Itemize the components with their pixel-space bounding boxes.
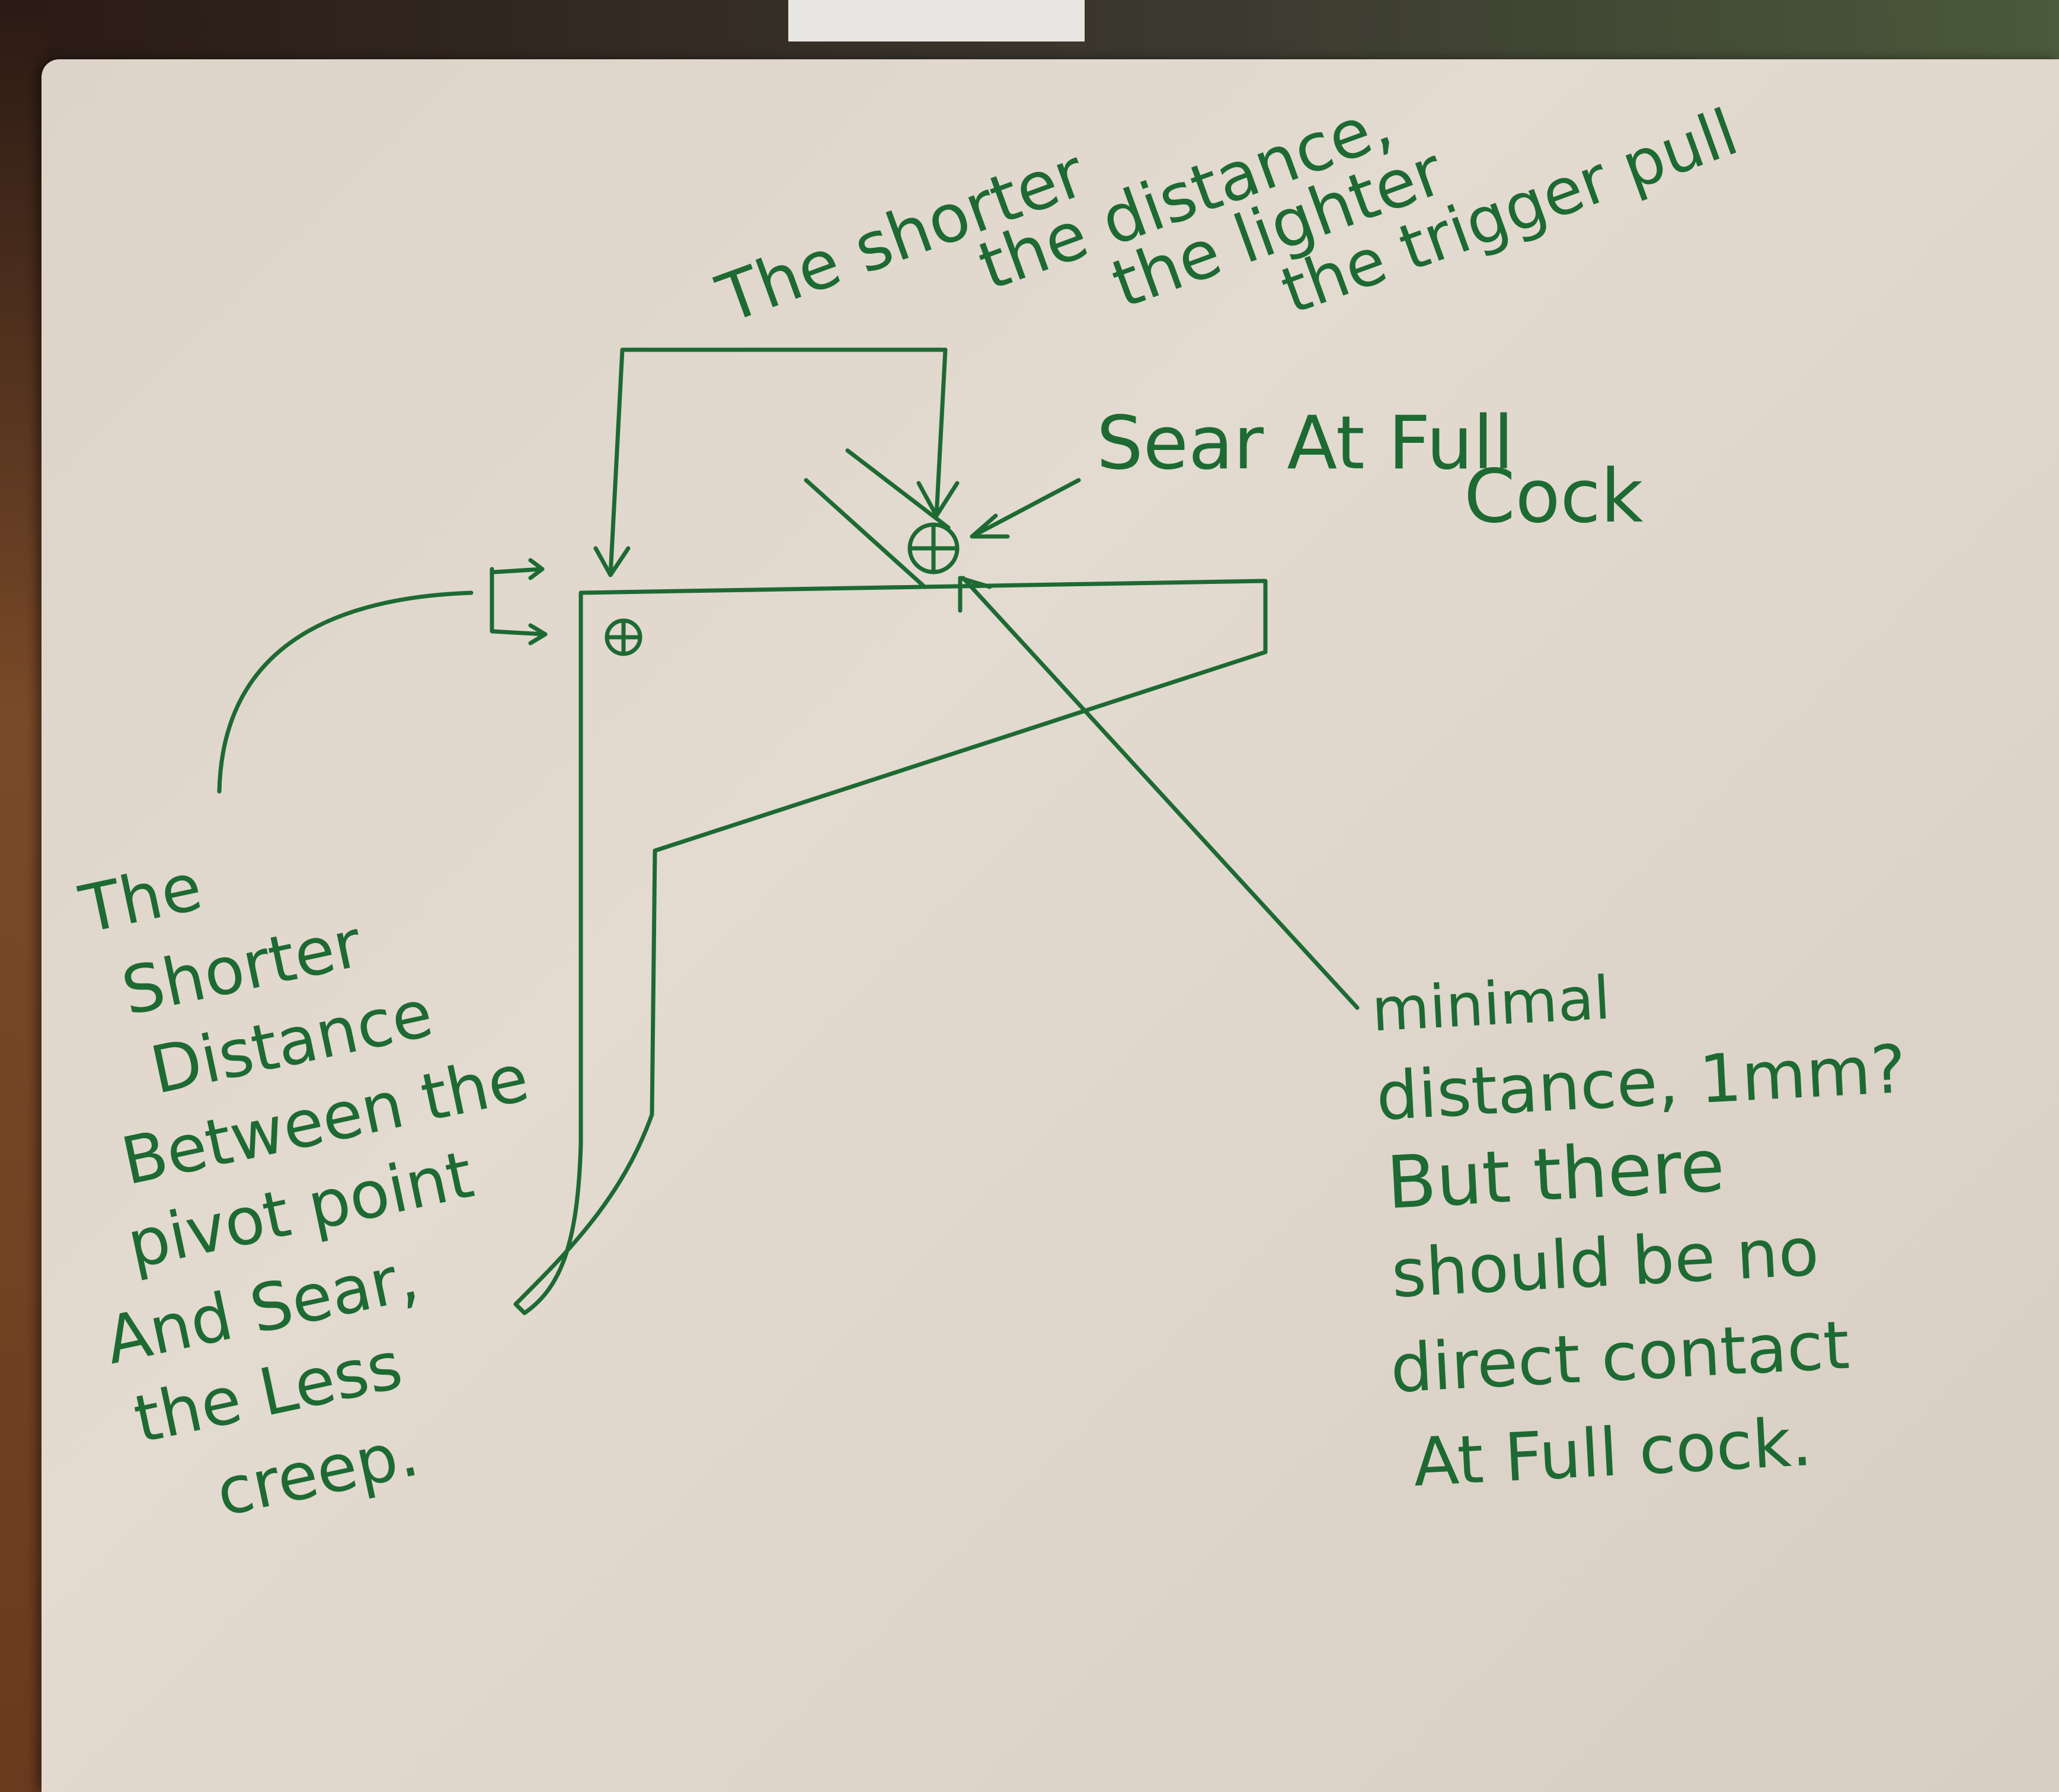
right-note-line-5: direct contact (1389, 1307, 1852, 1408)
sear-diagonal-2 (845, 448, 951, 530)
trigger-body-outline (513, 579, 1268, 1315)
sear-label-arrow (970, 478, 1081, 539)
distance-bracket (608, 347, 948, 577)
sear-label-line-1: Sear At Full (1096, 401, 1514, 486)
right-note-line-2: distance, 1mm? (1374, 1031, 1908, 1136)
right-note: minimal distance, 1mm? But there should … (1370, 963, 1908, 1502)
pivot-indicator-arrow-bottom (528, 623, 548, 646)
pivot-marker-icon (605, 618, 642, 656)
right-note-line-4: should be no (1389, 1213, 1821, 1313)
min-distance-arrow (961, 576, 1360, 1010)
pivot-indicator-bracket (490, 567, 548, 637)
sear-marker-icon (907, 522, 960, 574)
barcode-sticker (788, 0, 1085, 41)
bracket-arrow-left (593, 546, 631, 577)
bracket-arrow-right (916, 481, 960, 518)
top-note: The shorter the distance, the lighter th… (708, 85, 1747, 338)
min-distance-arrowhead (958, 576, 992, 613)
sear-label: Sear At Full Cock (1096, 401, 1644, 539)
background-left (0, 0, 47, 1792)
paper-sheet (41, 59, 2059, 1792)
pivot-indicator-arrow-top (493, 558, 545, 580)
sear-label-line-2: Cock (1464, 454, 1644, 539)
right-note-line-6: At Full cock. (1411, 1404, 1814, 1502)
left-note: The Shorter Distance Between the pivot p… (73, 848, 535, 1531)
right-note-line-1: minimal (1370, 963, 1612, 1045)
left-note-line-1: The (73, 848, 209, 948)
left-note-leader (217, 590, 474, 794)
sear-label-arrowhead (970, 513, 1010, 539)
right-note-line-3: But there (1385, 1123, 1727, 1225)
sear-diagonal-1 (804, 478, 927, 589)
